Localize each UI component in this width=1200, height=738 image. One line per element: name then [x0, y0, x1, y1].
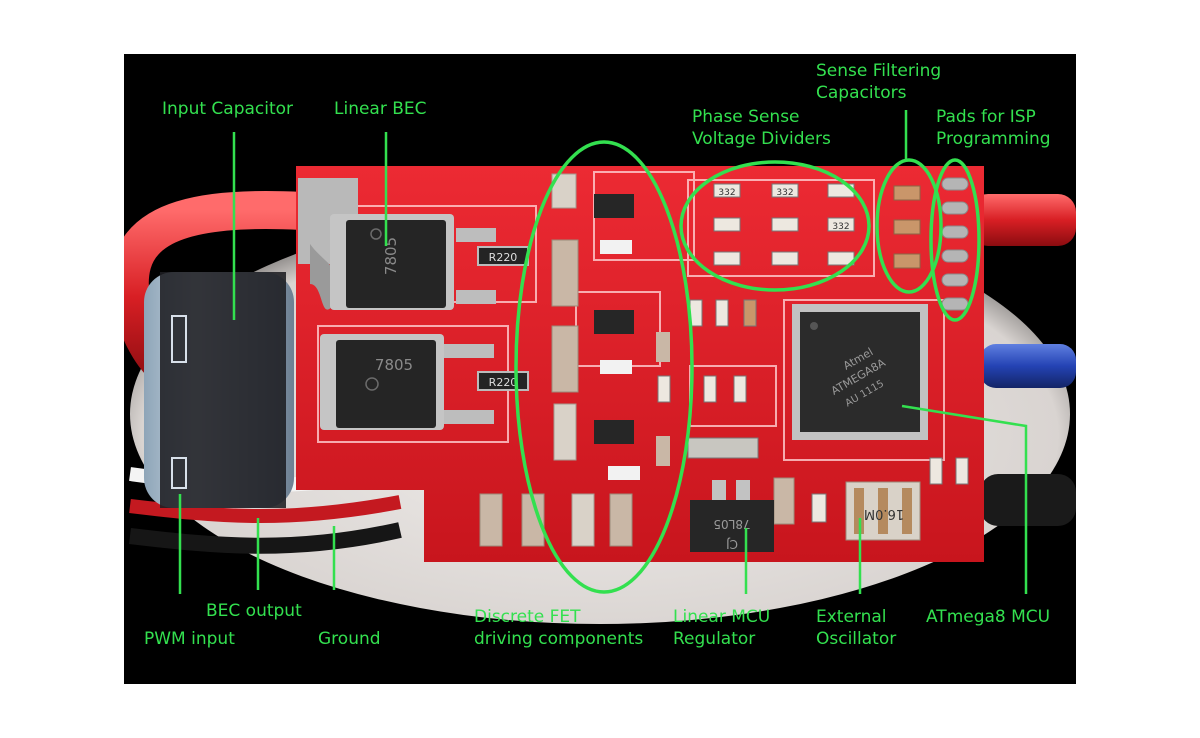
label-oscillator: External Oscillator [816, 607, 897, 649]
capacitor-marking-lower [171, 457, 187, 489]
label-input-capacitor: Input Capacitor [162, 99, 294, 119]
motor-wire-blue [980, 344, 1076, 388]
photo-frame: 7805 7805 R220 R220 [110, 54, 1076, 684]
label-ground: Ground [318, 629, 381, 649]
bec-top-package [346, 220, 446, 308]
input-capacitor-sleeve [160, 272, 286, 508]
external-oscillator: 16.0M [845, 481, 921, 541]
motor-wire-black [980, 474, 1076, 526]
oscillator-marking-text: 16.0M [864, 506, 904, 521]
bec-bottom-marking: 7805 [375, 356, 413, 374]
leader-atmega [901, 404, 1028, 594]
bec-bottom-lead-1 [444, 344, 494, 358]
bec-bottom-lead-2 [444, 410, 494, 424]
resistor-r220-top-text: R220 [489, 251, 518, 264]
motor-wire-red [970, 194, 1076, 246]
mcu-regulator: 78L05 CJ [690, 480, 774, 552]
isp-pads-circle [929, 158, 981, 322]
label-phase-sense: Phase Sense Voltage Dividers [692, 107, 831, 149]
bec-top-lead-1 [456, 228, 496, 242]
capacitor-marking [171, 315, 187, 363]
atmega8-mcu: Atmel ATMEGA8A AU 1115 [792, 304, 928, 440]
divider-code-text: 332 [718, 188, 735, 198]
label-isp-pads: Pads for ISP Programming [936, 107, 1051, 149]
sense-filter-capacitors [893, 185, 921, 269]
regulator-code-text: CJ [726, 537, 738, 551]
label-fet-drivers: Discrete FET driving components [474, 607, 644, 649]
bec-bottom-dot [365, 377, 379, 391]
misc-smd-parts [657, 299, 969, 525]
resistor-r220-bottom-text: R220 [489, 376, 518, 389]
label-bec-output: BEC output [206, 601, 302, 621]
label-atmega-mcu: ATmega8 MCU [926, 607, 1051, 627]
label-sense-filtering: Sense Filtering Capacitors [816, 61, 942, 103]
label-pwm-input: PWM input [144, 629, 235, 649]
label-mcu-regulator: Linear MCU Regulator [673, 607, 771, 649]
sense-filter-circle [875, 158, 943, 294]
bec-top-dot [370, 228, 382, 240]
esc-board-illustration: 7805 7805 R220 R220 [110, 110, 1076, 624]
divider-code-text-3: 332 [832, 222, 849, 232]
isp-pads [941, 177, 969, 311]
bec-top-marking: 7805 [382, 237, 400, 275]
divider-code-text-2: 332 [776, 188, 793, 198]
phase-sense-circle [679, 160, 871, 292]
signal-wire-red [129, 495, 402, 524]
label-linear-bec: Linear BEC [334, 99, 427, 119]
annotation-leader-lines [178, 110, 1028, 594]
bec-bottom-package [336, 340, 436, 428]
fet-drivers-circle [514, 140, 694, 594]
annotation-circles [514, 140, 981, 594]
regulator-marking-text: 78L05 [713, 517, 750, 531]
bec-top-lead-2 [456, 290, 496, 304]
pcb-board [296, 166, 984, 562]
